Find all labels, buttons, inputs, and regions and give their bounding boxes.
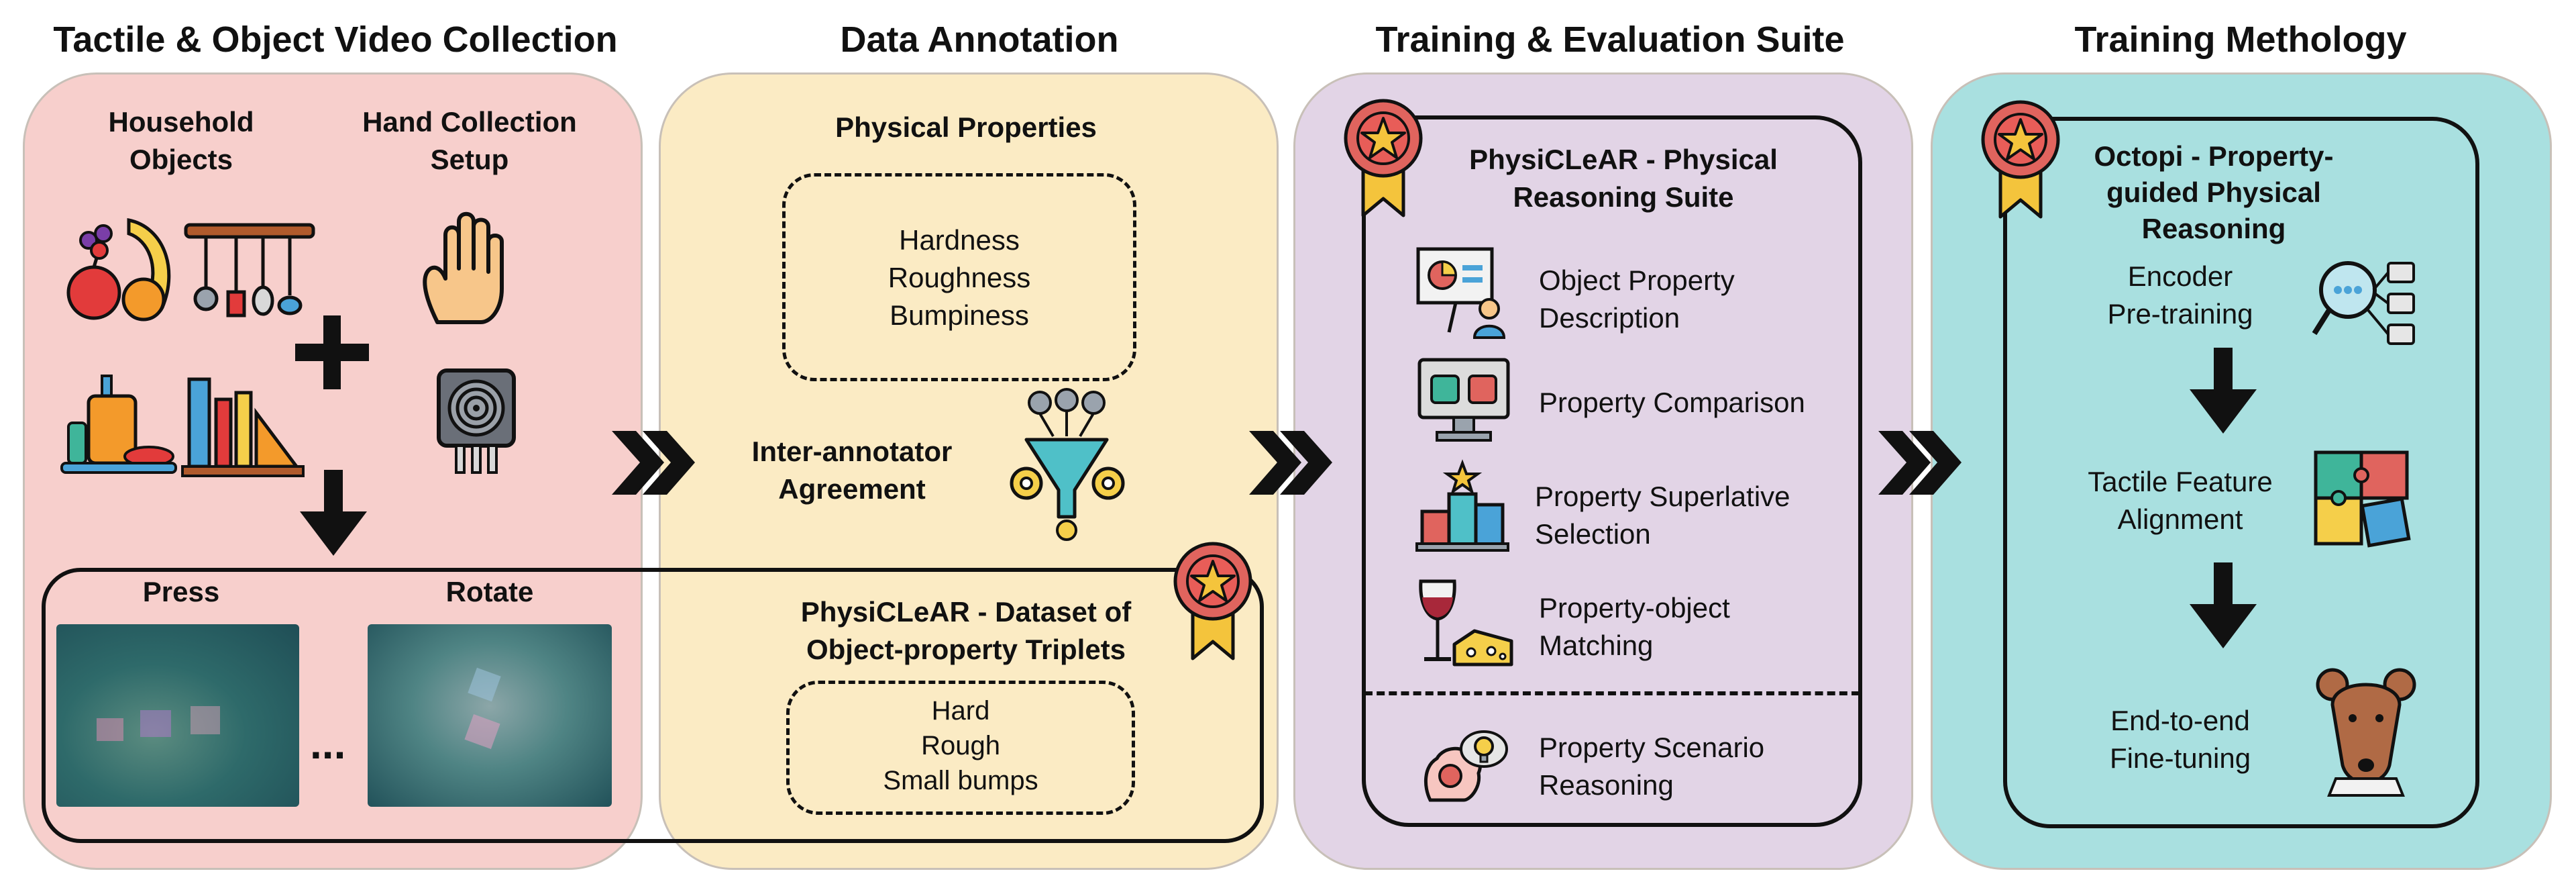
rotate-video-frame — [368, 624, 612, 807]
stationery-icon — [181, 377, 305, 477]
title-training-suite: Training & Evaluation Suite — [1375, 19, 1845, 60]
inter-annotator-agreement-label: Inter-annotator Agreement — [751, 436, 953, 505]
down-arrow-icon — [300, 470, 367, 556]
title-annotation: Data Annotation — [840, 19, 1119, 60]
triplet-values-box — [786, 681, 1135, 815]
medal-icon — [1981, 100, 2060, 219]
podium-icon — [1415, 459, 1509, 552]
stage-tactile-feature-alignment: Tactile Feature Alignment — [2088, 466, 2273, 535]
task-property-object-matching: Property-object Matching — [1539, 592, 1730, 661]
press-video-frame — [56, 624, 299, 807]
magnifier-icon — [2312, 261, 2415, 345]
chevron-arrow-icon — [1249, 431, 1332, 495]
annotation-panel — [659, 72, 1279, 870]
wine-cheese-icon — [1419, 579, 1513, 667]
hand-icon — [423, 211, 504, 324]
monitor-compare-icon — [1417, 358, 1510, 442]
triplet-small-bumps: Small bumps — [883, 766, 1038, 795]
task-property-comparison: Property Comparison — [1539, 387, 1805, 418]
fruit-icon — [66, 217, 171, 322]
funnel-icon — [1010, 388, 1125, 541]
task-object-property-description: Object Property Description — [1539, 264, 1735, 334]
presentation-icon — [1416, 247, 1506, 339]
down-arrow-icon — [2190, 562, 2257, 648]
press-label: Press — [142, 576, 220, 607]
task-property-superlative-selection: Property Superlative Selection — [1535, 481, 1790, 550]
methodology-frame — [2003, 117, 2479, 828]
task-property-scenario-reasoning: Property Scenario Reasoning — [1539, 732, 1765, 801]
plus-icon — [295, 315, 369, 389]
ellipsis-text: ... — [310, 720, 346, 768]
physical-properties-box — [782, 173, 1136, 381]
octopi-model-label: Octopi - Property- guided Physical Reaso… — [2094, 140, 2334, 244]
suite-divider — [1364, 691, 1860, 695]
stage-end-to-end-finetuning: End-to-end Fine-tuning — [2109, 705, 2251, 774]
suite-frame — [1362, 115, 1862, 827]
title-methodology: Training Methology — [2074, 19, 2407, 60]
triplet-rough: Rough — [921, 731, 1000, 760]
title-collection: Tactile & Object Video Collection — [53, 19, 618, 60]
hand-collection-label: Hand Collection Setup — [362, 106, 577, 175]
triplet-hard: Hard — [931, 696, 990, 726]
medal-icon — [1344, 99, 1423, 217]
kitchen-utensils-icon — [184, 223, 315, 317]
property-roughness: Roughness — [888, 262, 1031, 293]
property-hardness: Hardness — [899, 224, 1020, 256]
chevron-arrow-icon — [612, 431, 695, 495]
medal-icon — [1173, 542, 1252, 660]
brain-idea-icon — [1424, 730, 1508, 802]
physical-properties-label: Physical Properties — [835, 111, 1097, 143]
chevron-arrow-icon — [1878, 431, 1962, 495]
household-objects-label: Household Objects — [108, 106, 254, 175]
tactile-sensor-icon — [437, 368, 516, 474]
toiletries-icon — [60, 375, 177, 474]
puzzle-icon — [2314, 450, 2411, 548]
down-arrow-icon — [2190, 348, 2257, 434]
video-dataset-frame — [42, 568, 1264, 843]
mouse-icon — [2316, 668, 2416, 797]
physical-reasoning-suite-label: PhysiCLeAR - Physical Reasoning Suite — [1469, 144, 1778, 213]
rotate-label: Rotate — [445, 576, 534, 607]
dataset-triplets-label: PhysiCLeAR - Dataset of Object-property … — [800, 596, 1132, 665]
stage-encoder-pretraining: Encoder Pre-training — [2107, 260, 2253, 330]
property-bumpiness: Bumpiness — [890, 299, 1029, 331]
